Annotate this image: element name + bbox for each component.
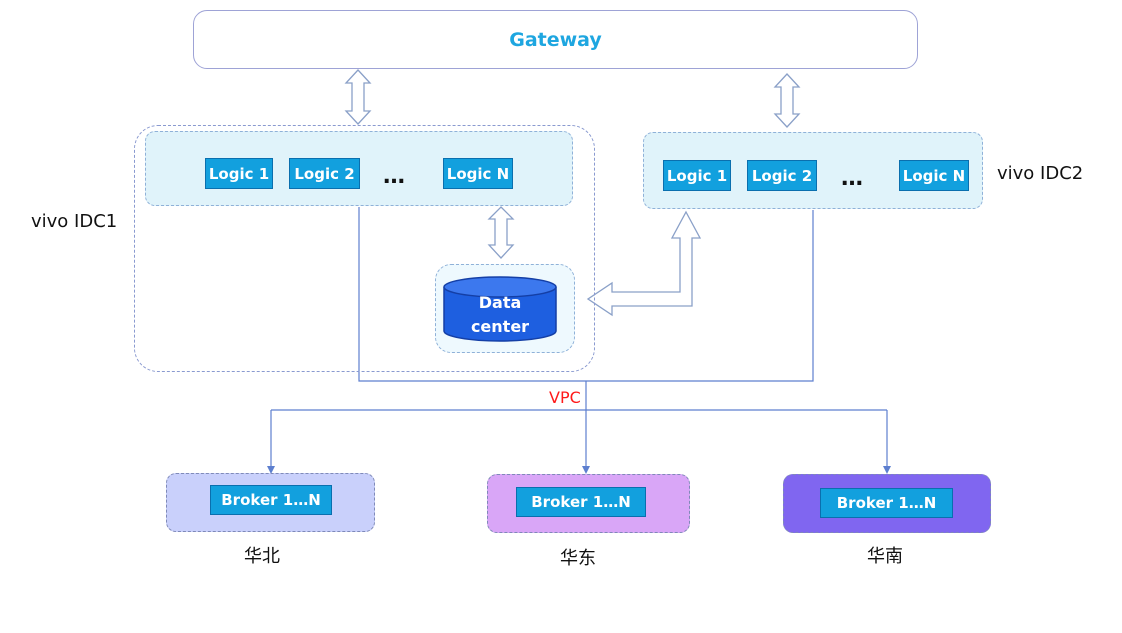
idc1-label: vivo IDC1: [31, 211, 118, 232]
idc2-label: vivo IDC2: [997, 163, 1084, 184]
idc2-logic-2: Logic 2: [747, 160, 817, 191]
gateway-box: Gateway: [193, 10, 918, 69]
idc2-ellipsis: …: [841, 166, 864, 191]
idc2-logic-n: Logic N: [899, 160, 969, 191]
broker-south-label: Broker 1…N: [820, 488, 953, 518]
idc1-logic-2: Logic 2: [289, 158, 360, 189]
idc2-logic-1: Logic 1: [663, 160, 731, 191]
broker-right-arrowhead: [883, 466, 891, 474]
idc1-logic-1: Logic 1: [205, 158, 273, 189]
region-east-label: 华东: [560, 548, 596, 569]
gateway-label: Gateway: [509, 28, 602, 51]
data-center-label-line2: center: [470, 317, 530, 336]
idc1-container: [134, 125, 595, 372]
broker-middle-arrowhead: [582, 466, 590, 474]
idc2-datacenter-bent-arrow: [586, 210, 702, 317]
gateway-idc2-double-arrow: [773, 73, 801, 128]
idc1-ellipsis: …: [383, 164, 406, 189]
data-center-label: Data center: [444, 291, 556, 339]
data-center-label-line1: Data: [478, 293, 522, 312]
broker-north-label: Broker 1…N: [210, 485, 332, 515]
region-south-label: 华南: [867, 546, 903, 567]
broker-east-label: Broker 1…N: [516, 487, 646, 517]
region-north-label: 华北: [244, 546, 280, 567]
gateway-idc1-double-arrow: [344, 69, 372, 125]
idc1-logic-n: Logic N: [443, 158, 513, 189]
broker-left-arrowhead: [267, 466, 275, 474]
logic-datacenter-double-arrow: [487, 206, 515, 259]
broker-region-east: Broker 1…N: [487, 474, 690, 533]
broker-region-north: Broker 1…N: [166, 473, 375, 532]
broker-region-south: Broker 1…N: [783, 474, 991, 533]
vpc-label: VPC: [549, 388, 581, 407]
